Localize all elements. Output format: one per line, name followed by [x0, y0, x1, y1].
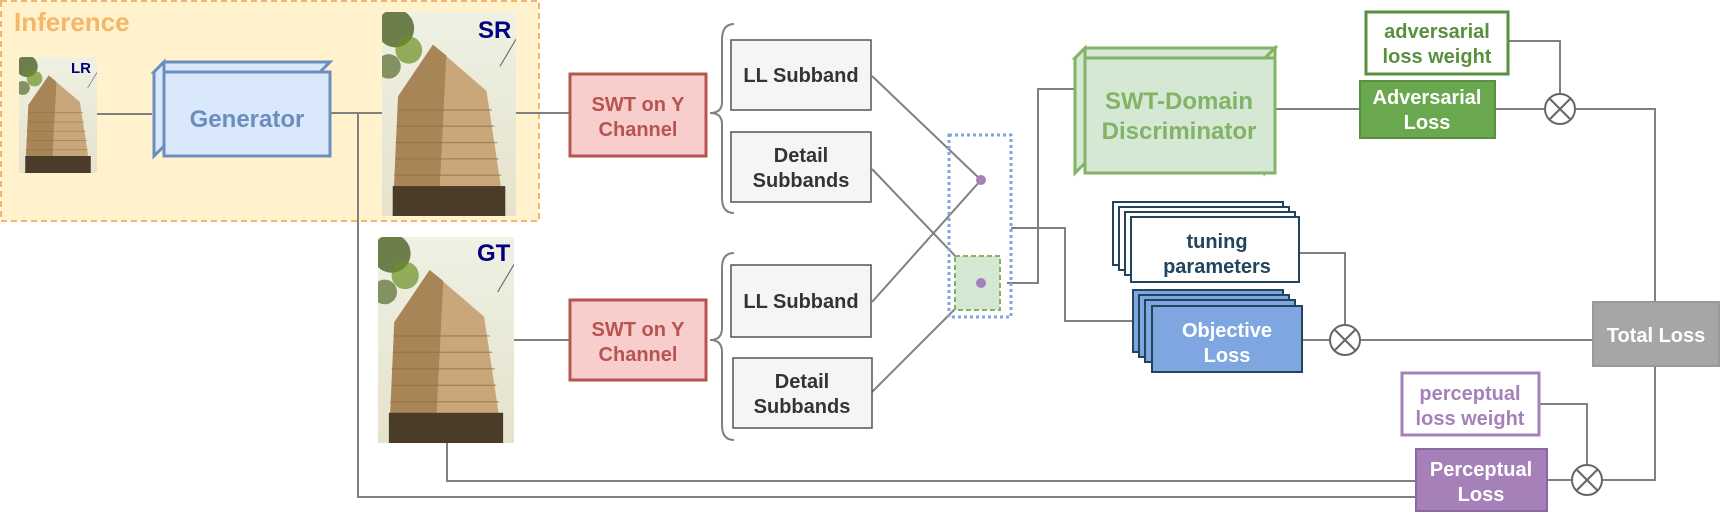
gt-label: GT [477, 240, 511, 267]
svg-text:Channel: Channel [599, 119, 678, 141]
multiply-icon [1571, 464, 1603, 496]
svg-text:Detail: Detail [775, 371, 829, 393]
svg-text:Loss: Loss [1458, 484, 1505, 506]
sr-image: SR [382, 12, 516, 216]
total-loss: Total Loss [1592, 301, 1720, 367]
svg-text:Loss: Loss [1204, 345, 1251, 367]
ll-subband-bottom: LL Subband [730, 264, 872, 338]
lr-image: LR [19, 57, 97, 173]
ll-merge-dot [976, 175, 986, 185]
generator-label: Generator [190, 106, 305, 133]
swt-block-top: SWT on Y Channel [568, 72, 708, 158]
lr-label: LR [71, 60, 91, 77]
subband-fusion-frame [947, 133, 1013, 319]
perceptual-loss: Perceptual Loss [1415, 448, 1548, 512]
svg-text:loss weight: loss weight [1416, 408, 1525, 430]
detail-subbands-top: Detail Subbands [730, 131, 872, 203]
ll-subband-top: LL Subband [730, 39, 872, 111]
tuning-parameters-stack: tuning parameters [1112, 201, 1300, 283]
gt-image: GT [378, 237, 514, 443]
svg-text:Channel: Channel [599, 344, 678, 366]
swt-block-bottom: SWT on Y Channel [568, 298, 708, 382]
svg-text:LL Subband: LL Subband [743, 291, 858, 313]
svg-text:tuning: tuning [1186, 231, 1247, 253]
svg-text:LL Subband: LL Subband [743, 65, 858, 87]
inference-label: Inference [14, 7, 130, 37]
svg-text:perceptual: perceptual [1419, 383, 1520, 405]
detail-subbands-bottom: Detail Subbands [732, 357, 873, 429]
svg-text:Total Loss: Total Loss [1607, 325, 1706, 347]
generator-block: Generator [150, 58, 334, 160]
detail-merge-dot [976, 278, 986, 288]
svg-text:Perceptual: Perceptual [1430, 459, 1532, 481]
svg-text:SWT-Domain: SWT-Domain [1105, 88, 1253, 115]
adversarial-loss: Adversarial Loss [1359, 80, 1496, 139]
svg-text:Loss: Loss [1404, 112, 1451, 134]
svg-text:SWT on Y: SWT on Y [592, 319, 686, 341]
adversarial-loss-weight: adversarial loss weight [1364, 10, 1510, 76]
objective-loss-stack: Objective Loss [1132, 289, 1303, 373]
svg-text:adversarial: adversarial [1384, 21, 1490, 43]
svg-text:SWT on Y: SWT on Y [592, 94, 686, 116]
swt-domain-discriminator: SWT-Domain Discriminator [1071, 44, 1279, 177]
multiply-icon [1544, 93, 1576, 125]
svg-text:loss weight: loss weight [1383, 46, 1492, 68]
connection-lines [97, 23, 1656, 498]
svg-text:Objective: Objective [1182, 320, 1272, 342]
svg-text:Detail: Detail [774, 145, 828, 167]
sr-label: SR [478, 17, 511, 44]
svg-text:Subbands: Subbands [754, 396, 851, 418]
svg-text:Discriminator: Discriminator [1102, 118, 1257, 145]
multiply-icon [1329, 324, 1361, 356]
svg-text:Adversarial: Adversarial [1373, 87, 1482, 109]
svg-text:parameters: parameters [1163, 256, 1271, 278]
perceptual-loss-weight: perceptual loss weight [1400, 371, 1541, 437]
svg-text:Subbands: Subbands [753, 170, 850, 192]
